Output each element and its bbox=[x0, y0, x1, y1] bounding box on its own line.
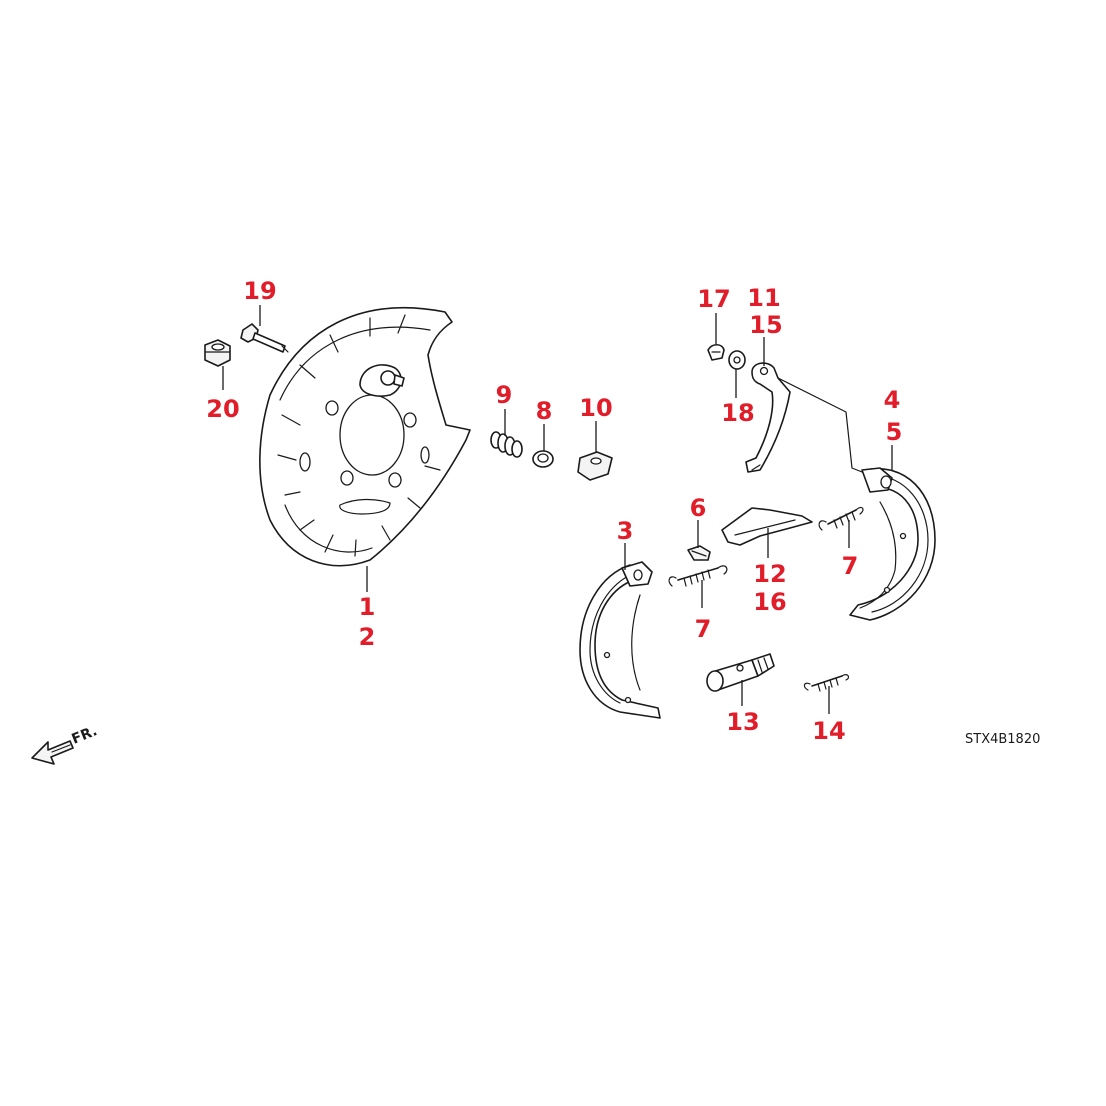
backing-plate bbox=[259, 306, 471, 567]
adjuster-6 bbox=[687, 545, 711, 561]
spring-9 bbox=[490, 431, 523, 458]
callout-9: 9 bbox=[496, 381, 513, 409]
spring-7-right bbox=[818, 506, 864, 531]
front-direction-arrow-icon bbox=[31, 740, 74, 765]
callout-5: 5 bbox=[886, 418, 903, 446]
callout-8: 8 bbox=[536, 397, 553, 425]
callout-1: 1 bbox=[359, 593, 376, 621]
callout-20: 20 bbox=[206, 395, 239, 423]
callout-2: 2 bbox=[359, 623, 376, 651]
bolt-19 bbox=[240, 323, 289, 353]
washer-8 bbox=[532, 450, 554, 468]
front-direction-label: FR. bbox=[70, 723, 100, 748]
nut-20 bbox=[204, 339, 231, 367]
callout-18: 18 bbox=[721, 399, 754, 427]
callout-7-left: 7 bbox=[695, 615, 712, 643]
callout-11: 11 bbox=[747, 284, 780, 312]
cylinder-13 bbox=[706, 653, 775, 692]
clip-17 bbox=[707, 343, 725, 361]
callout-15: 15 bbox=[749, 311, 782, 339]
callout-19: 19 bbox=[243, 277, 276, 305]
lever-11 bbox=[745, 362, 791, 473]
callout-10: 10 bbox=[579, 394, 612, 422]
shoe-left bbox=[579, 561, 661, 719]
leader-lines bbox=[222, 305, 893, 714]
callout-7-right: 7 bbox=[842, 552, 859, 580]
strut-12 bbox=[721, 507, 813, 546]
callout-labels: 19 20 1 2 9 8 10 17 11 15 18 4 5 6 3 7 7… bbox=[206, 277, 902, 745]
spring-7-left bbox=[668, 565, 728, 587]
pad-10 bbox=[577, 451, 613, 481]
callout-14: 14 bbox=[812, 717, 845, 745]
shoe-right bbox=[849, 467, 936, 621]
callout-4: 4 bbox=[884, 386, 901, 414]
callout-16: 16 bbox=[753, 588, 786, 616]
callout-3: 3 bbox=[617, 517, 634, 545]
spring-14 bbox=[803, 674, 850, 692]
lever-link-line bbox=[777, 377, 863, 473]
callout-17: 17 bbox=[697, 285, 730, 313]
callout-12: 12 bbox=[753, 560, 786, 588]
callout-6: 6 bbox=[690, 494, 707, 522]
diagram-code: STX4B1820 bbox=[965, 732, 1040, 747]
callout-13: 13 bbox=[726, 708, 759, 736]
washer-18 bbox=[728, 350, 746, 370]
